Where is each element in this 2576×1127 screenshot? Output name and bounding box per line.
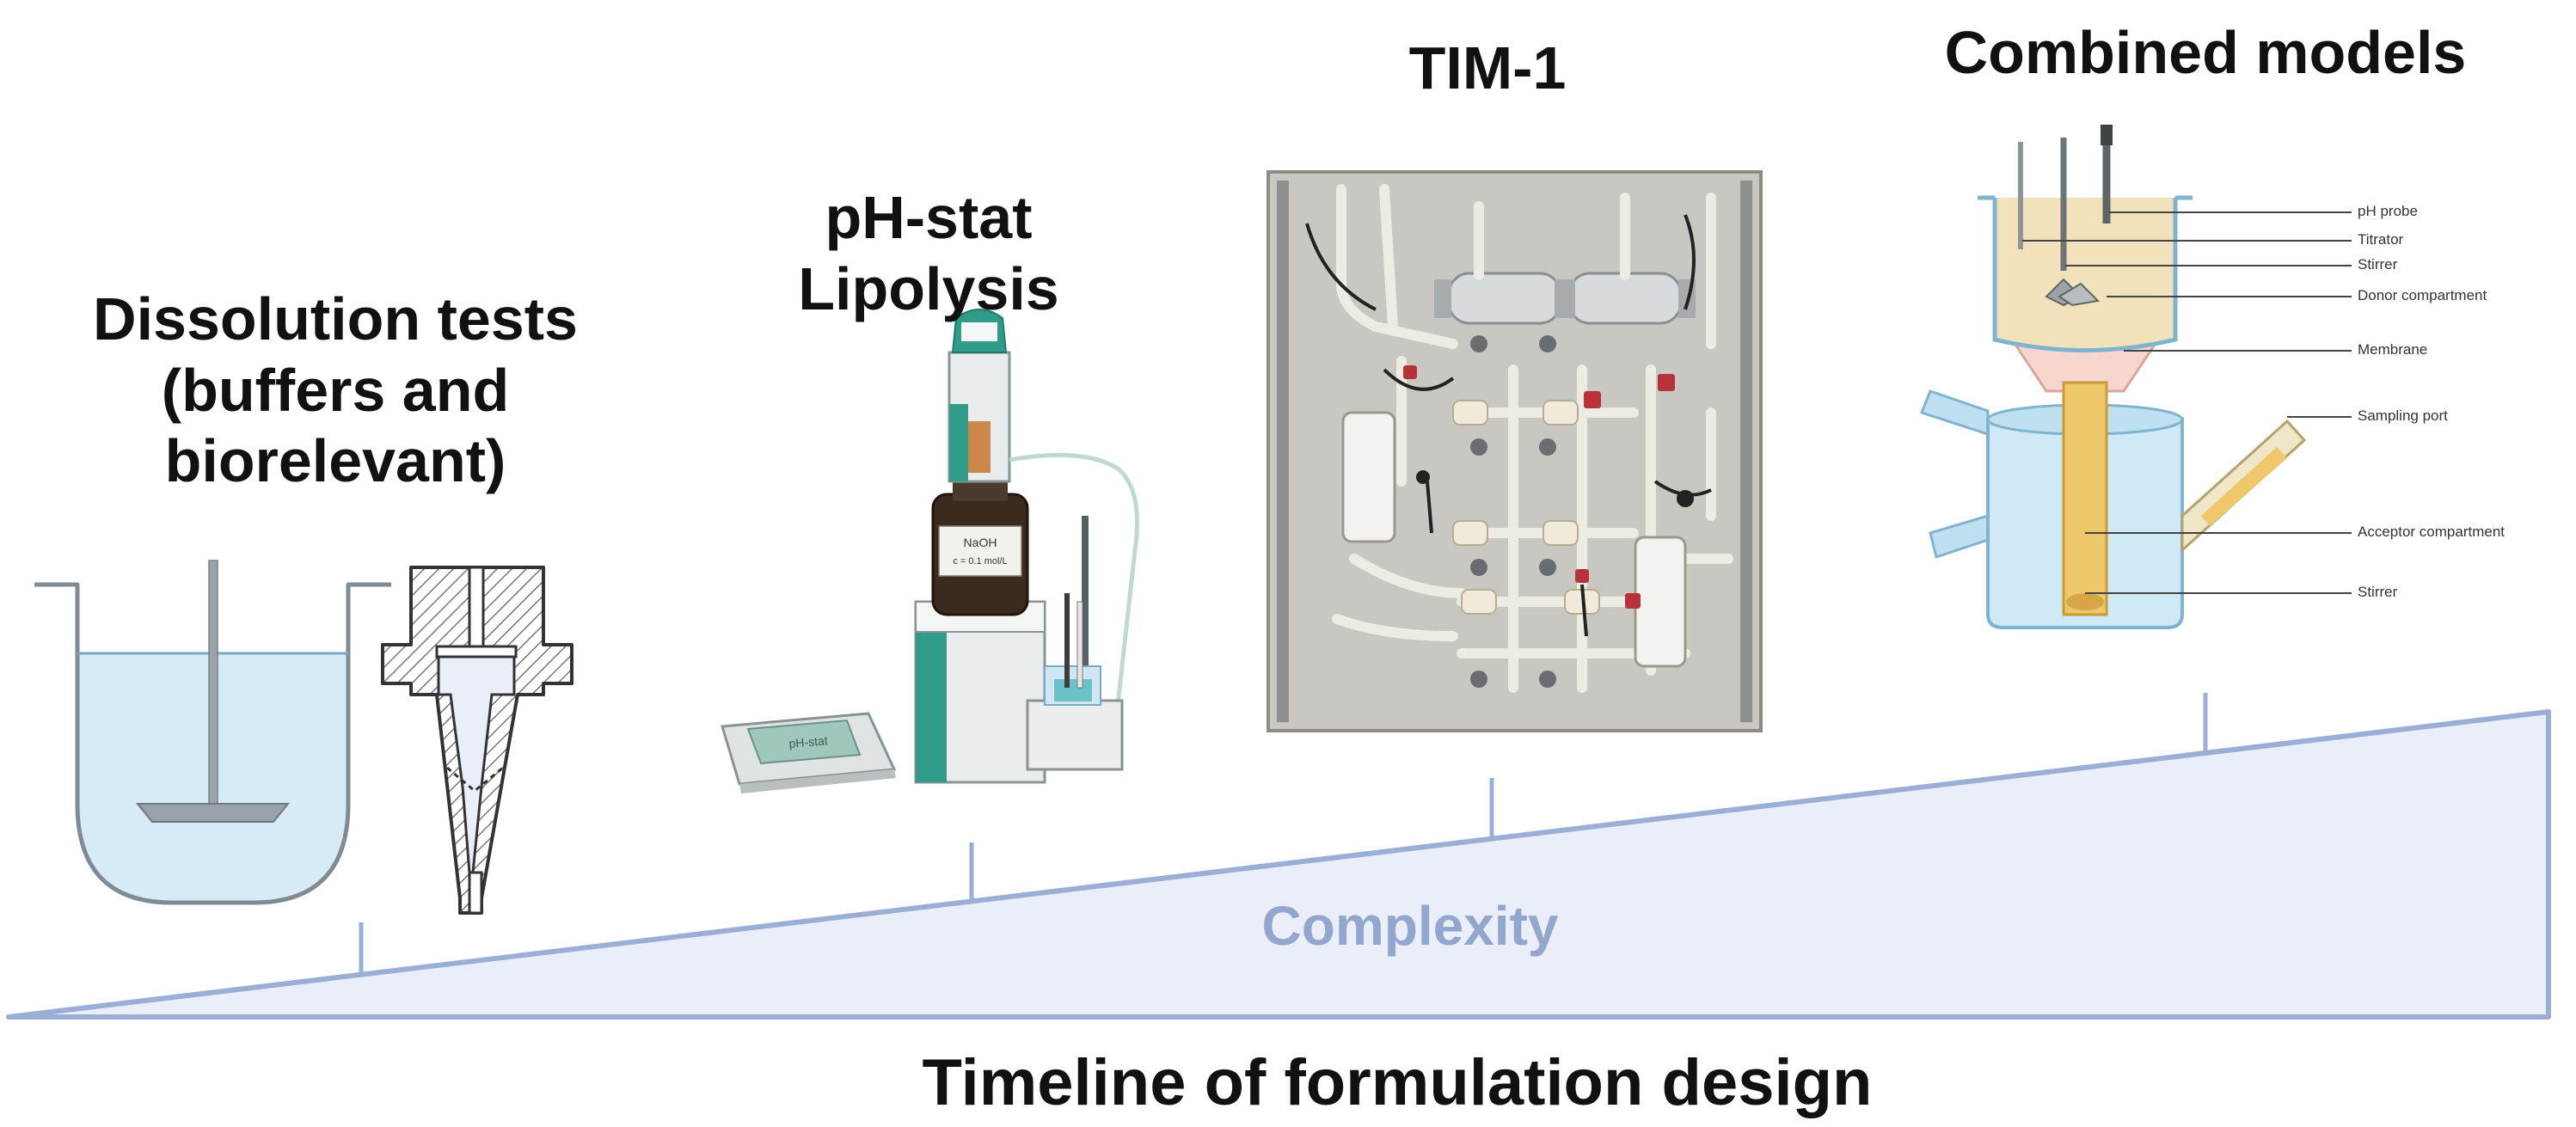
complexity-label: Complexity <box>1261 895 1559 957</box>
stage-title-tim1: TIM-1 <box>1408 34 1567 101</box>
label-stirrer-bottom: Stirrer <box>2358 584 2398 600</box>
label-acceptor-compartment: Acceptor compartment <box>2358 524 2505 540</box>
stage-title-phstat: pH-stat Lipolysis <box>798 184 1059 322</box>
bottle-label: NaOH <box>964 536 997 549</box>
label-ph-probe: pH probe <box>2358 203 2418 219</box>
complexity-ramp <box>6 693 2551 1020</box>
label-titrator: Titrator <box>2358 231 2404 248</box>
stage-title-dissolution: Dissolution tests (buffers and bioreleva… <box>93 285 578 495</box>
dissolution-beaker <box>34 560 391 905</box>
timeline-label: Timeline of formulation design <box>922 1046 1873 1119</box>
flow-through-cell <box>381 566 573 915</box>
label-membrane: Membrane <box>2358 341 2428 358</box>
combined-schematic <box>1920 125 2352 629</box>
bottle-sub: c = 0.1 mol/L <box>953 556 1007 567</box>
label-sampling-port: Sampling port <box>2358 407 2448 424</box>
label-stirrer-top: Stirrer <box>2358 256 2398 273</box>
stage-title-combined: Combined models <box>1944 19 2467 86</box>
meter-screen-text: pH-stat <box>788 733 828 750</box>
tim1-apparatus <box>1267 170 1763 732</box>
label-donor-compartment: Donor compartment <box>2358 287 2487 303</box>
phstat-instrument: pH-stat NaOH c = 0.1 mol/L <box>721 309 1139 793</box>
